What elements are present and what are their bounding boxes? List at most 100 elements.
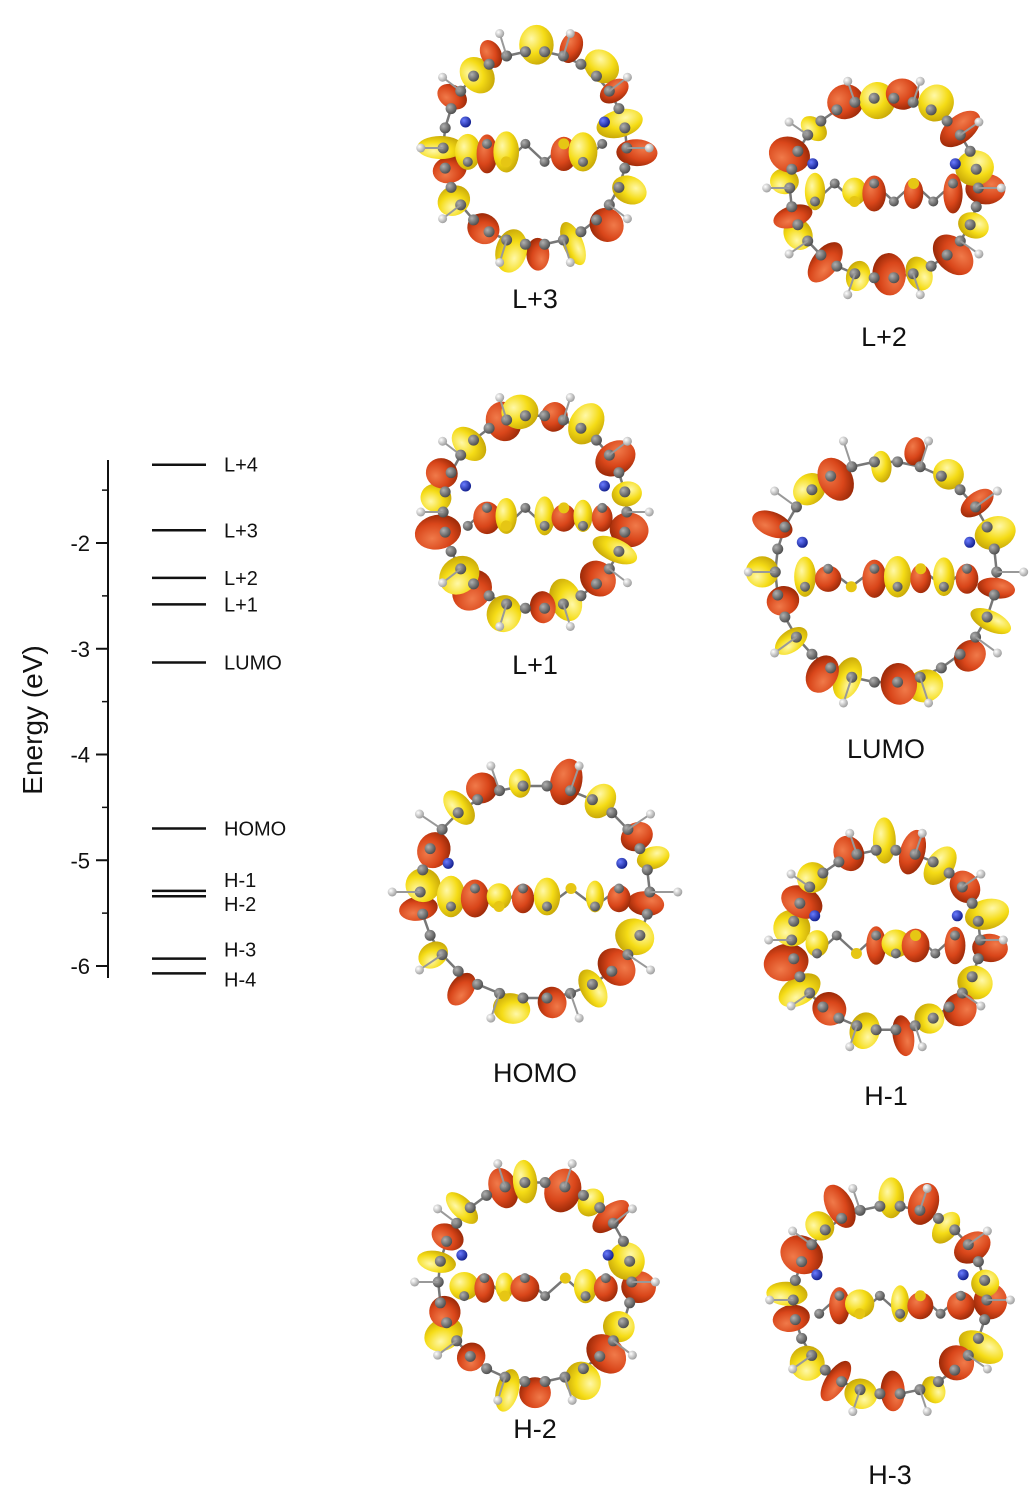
carbon-atom <box>962 563 972 574</box>
carbon-atom <box>966 971 978 983</box>
lobe-negative <box>534 496 555 536</box>
hydrogen-atom <box>922 1407 932 1417</box>
carbon-atom <box>597 138 608 149</box>
carbon-atom <box>874 1290 885 1301</box>
carbon-atom <box>482 502 492 513</box>
lobe-negative <box>778 973 821 1008</box>
carbon-atom <box>483 590 495 602</box>
orbital-panel: L+2 <box>762 76 1006 352</box>
hydrogen-atom <box>848 1407 858 1417</box>
carbon-atom <box>619 122 631 134</box>
carbon-atom <box>833 1012 845 1024</box>
lobe-positive <box>807 242 843 283</box>
lobe-negative <box>905 256 933 291</box>
hydrogen-atom <box>1005 1295 1015 1305</box>
carbon-atom <box>892 456 904 468</box>
carbon-atom <box>796 1332 808 1344</box>
hydrogen-atom <box>917 828 927 838</box>
lobe-negative <box>573 1268 598 1304</box>
lobe-positive <box>476 134 498 174</box>
hydrogen-atom <box>495 621 505 631</box>
hydrogen-atom <box>622 436 632 446</box>
carbon-atom <box>979 1274 991 1286</box>
carbon-atom <box>972 1256 984 1268</box>
carbon-atom <box>869 178 880 189</box>
carbon-atom <box>417 864 429 876</box>
carbon-atom <box>941 115 953 127</box>
hydrogen-atom <box>788 1226 798 1236</box>
lobe-negative <box>436 875 466 918</box>
carbon-atom <box>981 611 993 623</box>
y-tick-label: -4 <box>70 743 90 768</box>
atoms <box>762 76 1006 300</box>
hydrogen-atom <box>495 393 505 403</box>
lobe-negative <box>872 817 896 864</box>
carbon-atom <box>825 662 837 674</box>
carbon-atom <box>439 486 451 498</box>
lobe-positive <box>892 1015 915 1057</box>
carbon-atom <box>981 521 993 533</box>
lobe-positive <box>814 565 842 592</box>
hydrogen-atom <box>495 29 505 39</box>
lobe-negative <box>636 846 670 870</box>
y-tick-label: -6 <box>70 954 90 979</box>
hydrogen-atom <box>915 290 925 300</box>
atoms <box>387 761 683 1023</box>
carbon-atom <box>892 581 903 592</box>
carbon-atom <box>468 578 480 590</box>
carbon-atom <box>890 948 901 959</box>
hydrogen-atom <box>764 935 774 945</box>
carbon-atom <box>943 867 955 879</box>
bond <box>627 953 652 971</box>
carbon-atom <box>578 156 588 167</box>
lobe-positive <box>607 884 631 913</box>
carbon-atom <box>539 156 550 167</box>
hydrogen-atom <box>673 887 683 897</box>
carbon-atom <box>941 249 953 261</box>
carbon-atom <box>519 46 531 58</box>
carbon-atom <box>542 901 552 912</box>
carbon-atom <box>874 1200 886 1212</box>
sulfur-atom <box>558 502 570 514</box>
carbon-atom <box>464 1350 476 1362</box>
carbon-atom <box>520 138 531 149</box>
hydrogen-atom <box>574 761 584 771</box>
carbon-atom <box>470 883 480 894</box>
nitrogen-atom <box>616 857 628 869</box>
hydrogen-atom <box>486 1013 496 1023</box>
hydrogen-atom <box>762 183 772 193</box>
carbon-atom <box>624 1297 636 1309</box>
lobe-negative <box>596 108 643 139</box>
hydrogen-atom <box>992 486 1002 496</box>
energy-level-label: L+1 <box>224 594 258 616</box>
carbon-atom <box>868 272 880 284</box>
hydrogen-atom <box>974 117 984 127</box>
lobe-positive <box>616 139 658 167</box>
carbon-atom <box>481 1363 493 1375</box>
nitrogen-atom <box>949 158 961 170</box>
carbon-atom <box>789 1274 801 1286</box>
carbon-atom <box>823 563 834 574</box>
carbon-atom <box>575 58 587 70</box>
carbon-atom <box>955 1290 966 1301</box>
carbon-atom <box>794 971 806 983</box>
nitrogen-atom <box>602 1249 614 1261</box>
carbon-atom <box>580 1291 591 1302</box>
energy-level-label: H-2 <box>224 894 256 916</box>
carbon-atom <box>614 883 624 894</box>
hydrogen-atom <box>917 1042 927 1052</box>
orbital-label: LUMO <box>847 734 925 764</box>
orbital-label: L+2 <box>861 322 907 352</box>
lobe-positive <box>943 992 977 1027</box>
carbon-atom <box>483 58 495 70</box>
hydrogen-atom <box>765 1295 775 1305</box>
hydrogen-atom <box>650 1277 660 1287</box>
carbon-atom <box>519 238 531 250</box>
lobe-positive <box>862 559 887 598</box>
carbon-atom <box>445 181 457 193</box>
carbon-atom <box>794 897 806 909</box>
carbon-atom <box>479 1273 490 1284</box>
carbon-atom <box>831 104 843 116</box>
carbon-atom <box>988 589 1000 601</box>
hydrogen-atom <box>845 1042 855 1052</box>
